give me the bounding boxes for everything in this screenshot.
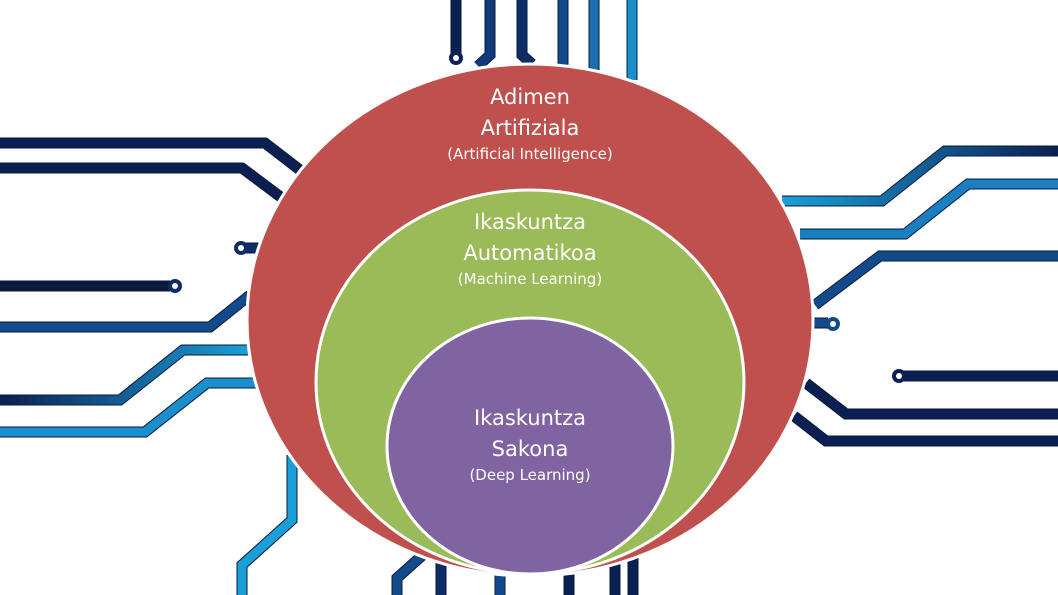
outer-subtitle: (Artificial Intelligence) <box>447 145 613 163</box>
right-traces <box>782 145 1058 447</box>
middle-label-ml: Ikaskuntza Automatikoa (Machine Learning… <box>380 207 680 290</box>
inner-label-dl: Ikaskuntza Sakona (Deep Learning) <box>380 403 680 486</box>
inner-ellipse-dl <box>385 316 675 576</box>
left-traces <box>0 137 304 438</box>
middle-subtitle: (Machine Learning) <box>457 270 603 288</box>
outer-title-line2: Artifiziala <box>480 116 580 140</box>
bottom-traces <box>236 455 639 595</box>
middle-title-line2: Automatikoa <box>463 241 597 265</box>
middle-title-line1: Ikaskuntza <box>473 210 587 234</box>
inner-subtitle: (Deep Learning) <box>469 466 591 484</box>
inner-title-line2: Sakona <box>491 437 569 461</box>
top-traces <box>449 0 638 80</box>
outer-title-line1: Adimen <box>490 85 570 109</box>
outer-label-ai: Adimen Artifiziala (Artificial Intellige… <box>380 82 680 165</box>
inner-title-line1: Ikaskuntza <box>473 406 587 430</box>
